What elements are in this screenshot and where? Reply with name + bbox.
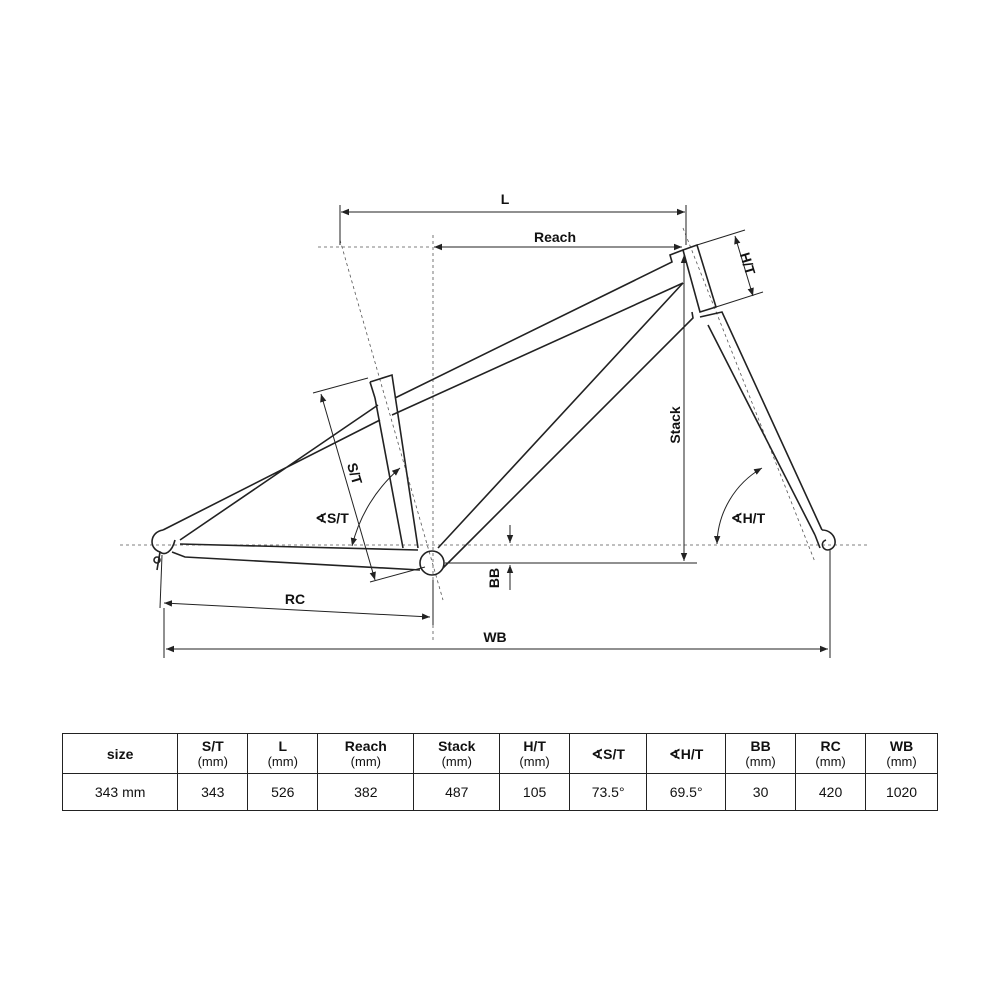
rear-dropout <box>151 529 176 571</box>
cell-bb: 30 <box>725 773 797 811</box>
label-wb: WB <box>483 629 506 645</box>
header-label: WB <box>889 737 914 754</box>
down-tube <box>437 282 694 569</box>
label-reach: Reach <box>534 229 576 245</box>
front-dropout <box>814 529 836 551</box>
header-stack: Stack(mm) <box>413 733 501 774</box>
header-unit: (mm) <box>519 753 550 769</box>
header-label: L <box>278 737 288 754</box>
header-unit: (mm) <box>745 753 776 769</box>
header-unit: (mm) <box>267 753 298 769</box>
chain-stay <box>171 543 421 571</box>
header-l: L(mm) <box>247 733 319 774</box>
geometry-table: size S/T(mm) L(mm) Reach(mm) Stack(mm) H… <box>61 733 938 811</box>
reference-lines <box>120 227 870 640</box>
header-ht-angle: ∢H/T <box>646 733 727 774</box>
cell-stack: 487 <box>413 773 501 811</box>
cell-ht-angle: 69.5° <box>646 773 727 811</box>
label-ht: H/T <box>737 250 759 277</box>
cell-reach: 382 <box>317 773 415 811</box>
header-label: S/T <box>201 737 224 754</box>
header-bb: BB(mm) <box>725 733 797 774</box>
label-stack: Stack <box>667 406 683 444</box>
table-header-row: size S/T(mm) L(mm) Reach(mm) Stack(mm) H… <box>61 733 938 774</box>
header-wb: WB(mm) <box>865 733 938 774</box>
table-row: 343 mm 343 526 382 487 105 73.5° 69.5° 3… <box>61 773 938 811</box>
top-tube <box>391 249 684 416</box>
header-ht: H/T(mm) <box>499 733 571 774</box>
cell-st: 343 <box>177 773 249 811</box>
label-L: L <box>501 191 510 207</box>
header-label: ∢H/T <box>669 745 704 762</box>
header-label: ∢S/T <box>591 745 625 762</box>
head-tube <box>682 243 717 314</box>
header-label: Reach <box>344 737 387 754</box>
cell-st-angle: 73.5° <box>569 773 648 811</box>
seat-tube <box>369 373 419 549</box>
label-bb: BB <box>486 568 502 588</box>
header-unit: (mm) <box>441 753 472 769</box>
header-rc: RC(mm) <box>795 733 867 774</box>
header-reach: Reach(mm) <box>317 733 415 774</box>
header-label: H/T <box>523 737 546 754</box>
header-label: size <box>106 745 134 762</box>
geometry-diagram: L Reach H/T Stack S/T ∢S/T ∢H/T BB RC WB <box>120 191 870 658</box>
header-st-angle: ∢S/T <box>569 733 648 774</box>
cell-l: 526 <box>247 773 319 811</box>
header-label: RC <box>820 737 841 754</box>
header-st: S/T(mm) <box>177 733 249 774</box>
cell-rc: 420 <box>795 773 867 811</box>
fork <box>699 311 823 536</box>
cell-size: 343 mm <box>61 773 179 811</box>
cell-wb: 1020 <box>865 773 938 811</box>
header-label: Stack <box>438 737 476 754</box>
bottom-bracket <box>419 550 445 576</box>
header-unit: (mm) <box>350 753 381 769</box>
bike-frame <box>151 243 836 576</box>
label-st: S/T <box>344 461 366 487</box>
header-unit: (mm) <box>815 753 846 769</box>
label-ht-angle: ∢H/T <box>731 510 766 526</box>
header-label: BB <box>750 737 771 754</box>
dimension-lines <box>159 205 831 658</box>
header-size: size <box>61 733 179 774</box>
label-st-angle: ∢S/T <box>315 510 349 526</box>
label-rc: RC <box>285 591 305 607</box>
cell-ht: 105 <box>499 773 571 811</box>
header-unit: (mm) <box>886 753 917 769</box>
header-unit: (mm) <box>197 753 228 769</box>
